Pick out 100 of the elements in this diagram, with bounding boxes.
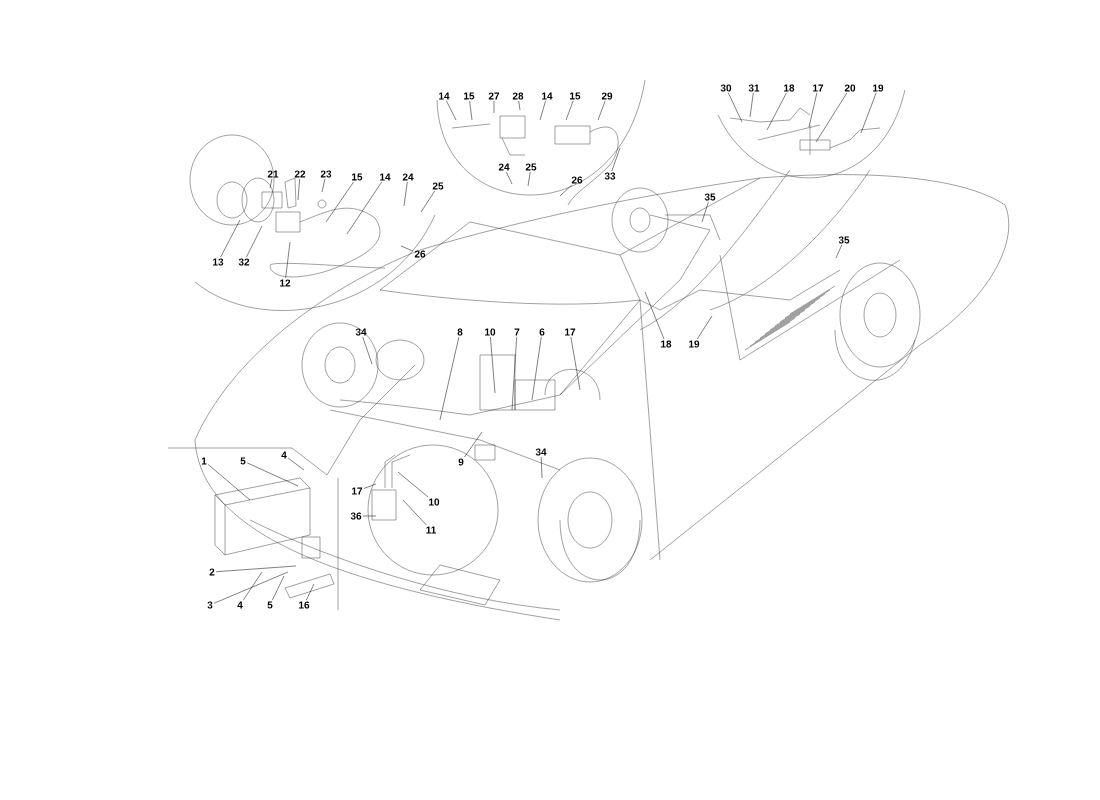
leader-line (362, 336, 373, 365)
callout-number: 13 (213, 258, 224, 266)
leader-line (766, 92, 787, 131)
callout-number: 28 (512, 92, 524, 100)
leader-line (490, 336, 496, 394)
leader-line (402, 499, 427, 526)
callout-number: 18 (661, 340, 672, 348)
leader-line (269, 178, 273, 189)
leader-line (297, 178, 300, 201)
callout-number: 15 (570, 92, 581, 100)
leader-line (243, 571, 263, 601)
callout-number: 10 (429, 498, 440, 506)
leader-line (527, 171, 531, 187)
leader-line (728, 92, 743, 123)
callout-number: 4 (281, 451, 287, 459)
callout-number: 5 (267, 601, 273, 609)
callout-number: 2 (209, 568, 215, 576)
callout-number: 9 (458, 458, 464, 466)
leader-line (439, 336, 460, 421)
callout-number: 35 (838, 236, 850, 244)
leader-line (397, 471, 429, 498)
leader-line (306, 583, 315, 601)
leader-line (215, 565, 297, 572)
leader-line (511, 336, 517, 411)
leader-line (559, 184, 572, 197)
leader-line (220, 219, 241, 258)
callout-number: 17 (352, 487, 363, 495)
callout-number: 12 (280, 279, 291, 287)
leader-line (860, 92, 877, 134)
leader-line (400, 245, 414, 252)
leader-line (403, 181, 408, 207)
callout-number: 14 (439, 92, 450, 100)
callout-number: 19 (873, 84, 884, 92)
callout-number: 1 (201, 457, 207, 465)
leader-line (325, 181, 354, 223)
callout-number: 24 (402, 173, 414, 181)
callout-number: 23 (320, 170, 332, 178)
leader-line (701, 201, 709, 223)
callout-number: 32 (238, 258, 250, 266)
leader-line (815, 92, 848, 143)
leader-line (597, 100, 606, 121)
leader-line (506, 171, 513, 185)
callout-number: 17 (813, 84, 824, 92)
callout-number: 20 (844, 84, 856, 92)
callout-number: 26 (571, 176, 583, 184)
callout-number: 16 (299, 601, 310, 609)
leader-line (464, 431, 483, 458)
callout-number: 14 (542, 92, 553, 100)
leader-line (540, 456, 543, 479)
callout-number: 15 (352, 173, 363, 181)
leader-line (420, 190, 436, 213)
leader-line (446, 100, 457, 121)
callout-number: 30 (720, 84, 732, 92)
callout-number: 3 (207, 601, 213, 609)
leader-line (207, 464, 251, 501)
leader-line (321, 178, 326, 193)
callout-number: 35 (704, 193, 716, 201)
leader-line (272, 575, 285, 601)
callout-number: 25 (525, 163, 537, 171)
callout-number: 14 (380, 173, 391, 181)
callout-number: 17 (565, 328, 576, 336)
leader-line (287, 457, 305, 471)
leader-line (644, 291, 665, 340)
leader-line (213, 571, 289, 604)
leader-line (493, 100, 495, 114)
callout-number: 27 (488, 92, 500, 100)
callout-number: 22 (294, 170, 306, 178)
callout-number: 34 (535, 448, 547, 456)
callout-number: 34 (355, 328, 367, 336)
callout-number: 29 (601, 92, 613, 100)
leader-line (246, 462, 299, 487)
leader-line (362, 515, 377, 517)
callout-number: 21 (267, 170, 279, 178)
leader-line (808, 92, 818, 128)
callout-number: 8 (457, 328, 463, 336)
leader-line (749, 92, 754, 118)
leader-line (363, 483, 377, 489)
leader-line (611, 147, 621, 172)
callout-number: 31 (748, 84, 760, 92)
leader-line (565, 100, 574, 121)
leader-line (696, 315, 713, 340)
callout-number: 19 (689, 340, 700, 348)
callout-number: 18 (784, 84, 795, 92)
leader-line (835, 244, 843, 259)
callout-number: 7 (514, 328, 520, 336)
callout-number: 26 (414, 250, 426, 258)
callout-number: 25 (432, 182, 444, 190)
leader-line (469, 100, 473, 121)
callout-number: 4 (237, 601, 243, 609)
leader-line (346, 181, 383, 235)
leader-line (518, 100, 521, 111)
callout-number: 11 (426, 526, 436, 534)
callout-number: 36 (350, 512, 362, 520)
callout-number: 10 (485, 328, 496, 336)
callout-number: 6 (539, 328, 545, 336)
leader-line (531, 336, 542, 401)
leader-line (246, 225, 263, 258)
leader-line (570, 336, 581, 391)
callout-number: 33 (604, 172, 616, 180)
callout-number: 24 (498, 163, 510, 171)
